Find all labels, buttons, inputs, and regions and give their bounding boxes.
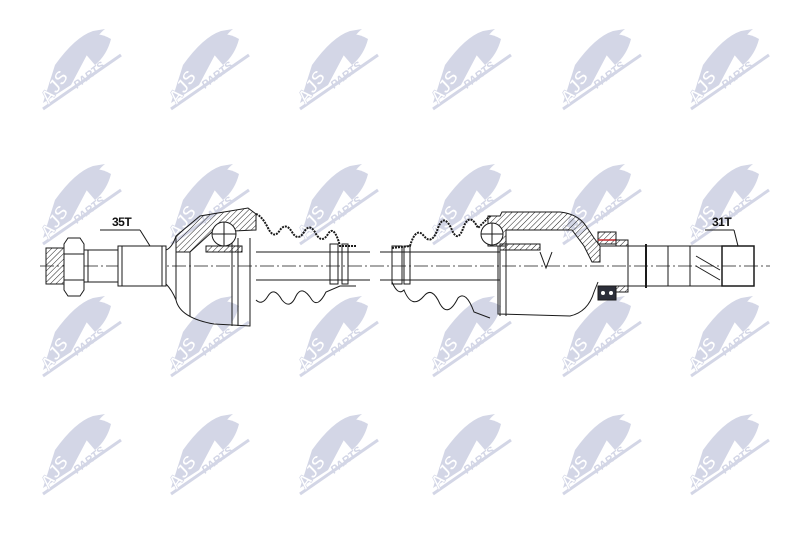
left-spline-label: 35T xyxy=(112,215,132,229)
left-hub-nut xyxy=(45,237,118,297)
left-boot xyxy=(255,213,370,305)
right-spline-label: 31T xyxy=(712,215,732,229)
seal-bearing xyxy=(597,231,629,301)
right-shaft xyxy=(600,229,755,288)
outer-cv-joint xyxy=(175,207,257,327)
right-boot xyxy=(380,215,500,319)
left-spline-section xyxy=(100,229,177,301)
inner-cv-joint xyxy=(480,211,601,317)
